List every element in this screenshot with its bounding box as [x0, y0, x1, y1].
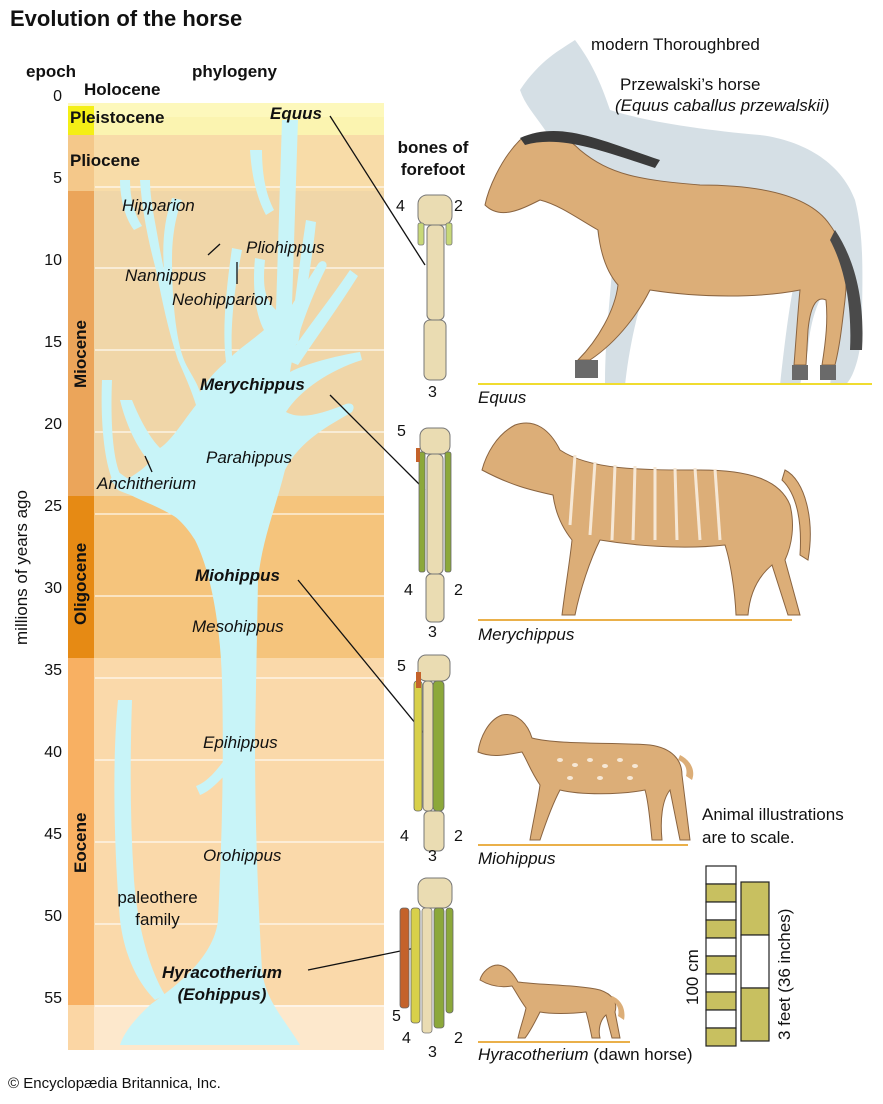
- bar-miocene: [68, 191, 94, 496]
- genus-eohippus: (Eohippus): [177, 985, 267, 1004]
- epoch-label-pleistocene: Pleistocene: [70, 108, 165, 127]
- scale-bar-cm: [705, 865, 737, 1047]
- przewalski-horse: [484, 130, 863, 380]
- epoch-label-holocene: Holocene: [84, 80, 161, 99]
- genus-pliohippus: Pliohippus: [246, 238, 325, 257]
- genus-orohippus: Orohippus: [203, 846, 282, 865]
- paleothere-line2: family: [135, 910, 180, 929]
- label-hyracotherium-row: Hyracotherium (dawn horse): [478, 1045, 692, 1065]
- digit-2-merychippus: 2: [454, 582, 463, 599]
- genus-nannippus: Nannippus: [125, 266, 207, 285]
- label-miohippus: Miohippus: [478, 849, 556, 868]
- miohippus-horse: [477, 714, 694, 841]
- genus-hyracotherium: Hyracotherium: [162, 963, 282, 982]
- scale-feet-label: 3 feet (36 inches): [775, 908, 794, 1040]
- digit-2-equus: 2: [454, 198, 463, 215]
- hyracotherium-animal: [479, 964, 625, 1039]
- digit-5-miohippus: 5: [397, 658, 406, 675]
- scale-note-line1: Animal illustrations: [702, 805, 844, 824]
- epoch-label-pliocene: Pliocene: [70, 151, 140, 170]
- epoch-label-oligocene: Oligocene: [71, 542, 90, 625]
- scale-note-line2: are to scale.: [702, 828, 795, 847]
- tick-5: 5: [53, 170, 62, 187]
- digit-5-merychippus: 5: [397, 423, 406, 440]
- label-thoroughbred: modern Thoroughbred: [591, 35, 760, 54]
- genus-anchitherium: Anchitherium: [97, 474, 197, 493]
- label-przewalski-latin: (Equus caballus przewalskii): [615, 96, 830, 115]
- tick-0: 0: [53, 88, 62, 105]
- digit-2-miohippus: 2: [454, 828, 463, 845]
- genus-neohipparion: Neohipparion: [172, 290, 274, 309]
- tick-30: 30: [44, 580, 62, 597]
- bones-header-line1: bones of: [397, 138, 469, 157]
- digit-4-equus: 4: [396, 198, 405, 215]
- tick-55: 55: [44, 990, 62, 1007]
- bar-pleistocene: [68, 106, 94, 135]
- bones-equus: [417, 194, 453, 381]
- digit-4-hyracotherium: 4: [402, 1030, 411, 1047]
- band-holocene: [68, 103, 384, 117]
- merychippus-horse: [481, 422, 811, 616]
- genus-mesohippus: Mesohippus: [192, 617, 284, 636]
- genus-miohippus: Miohippus: [195, 566, 280, 585]
- copyright-credit: © Encyclopædia Britannica, Inc.: [8, 1075, 221, 1092]
- genus-hyracotherium-label: Hyracotherium (Eohippus): [134, 962, 310, 1006]
- digit-4-merychippus: 4: [404, 582, 413, 599]
- tick-35: 35: [44, 662, 62, 679]
- epoch-label-miocene: Miocene: [71, 319, 90, 388]
- scale-bar-feet: [740, 881, 770, 1042]
- band-pleistocene: [68, 117, 384, 135]
- bones-header: bones of forefoot: [388, 137, 478, 181]
- digit-3-merychippus: 3: [428, 624, 437, 641]
- tick-50: 50: [44, 908, 62, 925]
- genus-hipparion: Hipparion: [122, 196, 195, 215]
- genus-equus: Equus: [270, 104, 322, 123]
- bones-hyracotherium: [399, 877, 454, 1034]
- digit-5-hyracotherium: 5: [392, 1008, 401, 1025]
- paleothere-line1: paleothere: [117, 888, 198, 907]
- phylogeny-tree: [101, 120, 362, 1045]
- paleothere-family-label: paleothere family: [110, 887, 205, 931]
- tick-45: 45: [44, 826, 62, 843]
- tick-20: 20: [44, 416, 62, 433]
- y-axis-label: millions of years ago: [12, 490, 31, 645]
- tick-15: 15: [44, 334, 62, 351]
- digit-3-equus: 3: [428, 384, 437, 401]
- digit-3-hyracotherium: 3: [428, 1044, 437, 1061]
- bar-pliocene: [68, 135, 94, 191]
- digit-2-hyracotherium: 2: [454, 1030, 463, 1047]
- digit-4-miohippus: 4: [400, 828, 409, 845]
- scale-note: Animal illustrations are to scale.: [702, 803, 844, 849]
- label-merychippus: Merychippus: [478, 625, 575, 644]
- label-przewalski: Przewalski’s horse: [620, 75, 761, 94]
- epoch-label-eocene: Eocene: [71, 812, 90, 873]
- bar-oligocene: [68, 496, 94, 658]
- genus-epihippus: Epihippus: [203, 733, 278, 752]
- bones-miohippus: [413, 654, 451, 852]
- phylogeny-header: phylogeny: [192, 62, 278, 81]
- page-title: Evolution of the horse: [10, 6, 243, 31]
- label-hyracotherium: Hyracotherium: [478, 1045, 589, 1064]
- bones-merychippus: [416, 427, 452, 623]
- label-dawn-horse: (dawn horse): [588, 1045, 693, 1064]
- genus-parahippus: Parahippus: [206, 448, 293, 467]
- tick-25: 25: [44, 498, 62, 515]
- bones-header-line2: forefoot: [400, 160, 466, 179]
- tick-40: 40: [44, 744, 62, 761]
- bar-paleocene: [68, 1005, 94, 1050]
- bar-eocene: [68, 658, 94, 1005]
- label-equus: Equus: [478, 388, 527, 407]
- digit-3-miohippus: 3: [428, 848, 437, 865]
- tick-10: 10: [44, 252, 62, 269]
- genus-merychippus: Merychippus: [200, 375, 305, 394]
- scale-cm-label: 100 cm: [683, 949, 702, 1005]
- epoch-header: epoch: [26, 62, 77, 81]
